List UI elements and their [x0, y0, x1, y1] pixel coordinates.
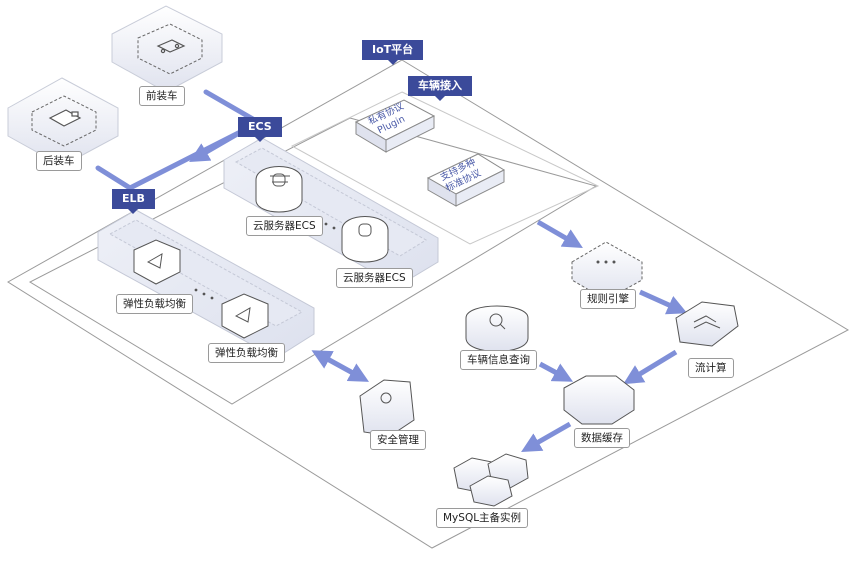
- rule-to-stream-arrow: [638, 289, 688, 315]
- ecs-server-2-label: 云服务器ECS: [336, 268, 413, 288]
- standard-protocol-card: [426, 153, 506, 207]
- data-cache-tile: [563, 375, 635, 425]
- car-icon: [156, 39, 186, 54]
- data-cache-label: 数据缓存: [574, 428, 630, 448]
- ecs-server-icon-2: [341, 216, 389, 263]
- ecs-server-icon-1: [255, 166, 303, 213]
- ecs-tag-label: ECS: [248, 120, 272, 133]
- vehicle-query-label: 车辆信息查询: [460, 350, 537, 370]
- mysql-label: MySQL主备实例: [436, 508, 529, 528]
- stream-compute-tile: [675, 301, 739, 347]
- access-to-rule-arrow: [536, 219, 583, 249]
- device-icon: [48, 109, 82, 127]
- rear-vehicle-link: [95, 119, 263, 191]
- ecs-tag: ECS: [238, 117, 282, 142]
- iot-platform-tag-label: IoT平台: [372, 43, 414, 56]
- private-protocol-card: [354, 99, 436, 153]
- rule-engine-label: 规则引擎: [580, 289, 636, 309]
- mysql-tile: [453, 453, 529, 507]
- elb-1-label: 弹性负载均衡: [116, 294, 193, 314]
- stream-to-cache-arrow: [623, 349, 678, 385]
- vehicle-access-tag-label: 车辆接入: [418, 79, 462, 92]
- elb-tag-label: ELB: [122, 192, 145, 205]
- load-balancer-icon-2: [221, 293, 269, 339]
- vehicle-query-tile: [465, 305, 529, 352]
- front-vehicle-label: 前装车: [139, 86, 185, 106]
- elb-tray: [97, 209, 315, 359]
- query-to-cache-arrow: [538, 361, 574, 382]
- stream-compute-label: 流计算: [688, 358, 734, 378]
- elb-tag: ELB: [112, 189, 155, 214]
- security-mgmt-label: 安全管理: [370, 430, 426, 450]
- cache-to-mysql-arrow: [521, 421, 572, 452]
- gear-icon: [380, 392, 392, 404]
- elb-2-label: 弹性负载均衡: [208, 343, 285, 363]
- rear-vehicle-tile: [7, 77, 119, 167]
- ecs-tray: [223, 137, 439, 287]
- load-balancer-icon-1: [133, 239, 181, 285]
- platform-security-arrow: [311, 350, 370, 382]
- ecs-server-1-label: 云服务器ECS: [246, 216, 323, 236]
- vehicle-access-tag: 车辆接入: [408, 76, 472, 101]
- iot-platform-tag: IoT平台: [362, 40, 424, 65]
- magnifier-icon: [489, 313, 503, 327]
- front-vehicle-tile: [111, 5, 223, 93]
- vehicle-access-area: [290, 91, 600, 245]
- security-tile: [359, 379, 415, 437]
- rule-engine-tile: [571, 241, 643, 301]
- rear-vehicle-label: 后装车: [36, 151, 82, 171]
- stream-icon: [693, 315, 721, 329]
